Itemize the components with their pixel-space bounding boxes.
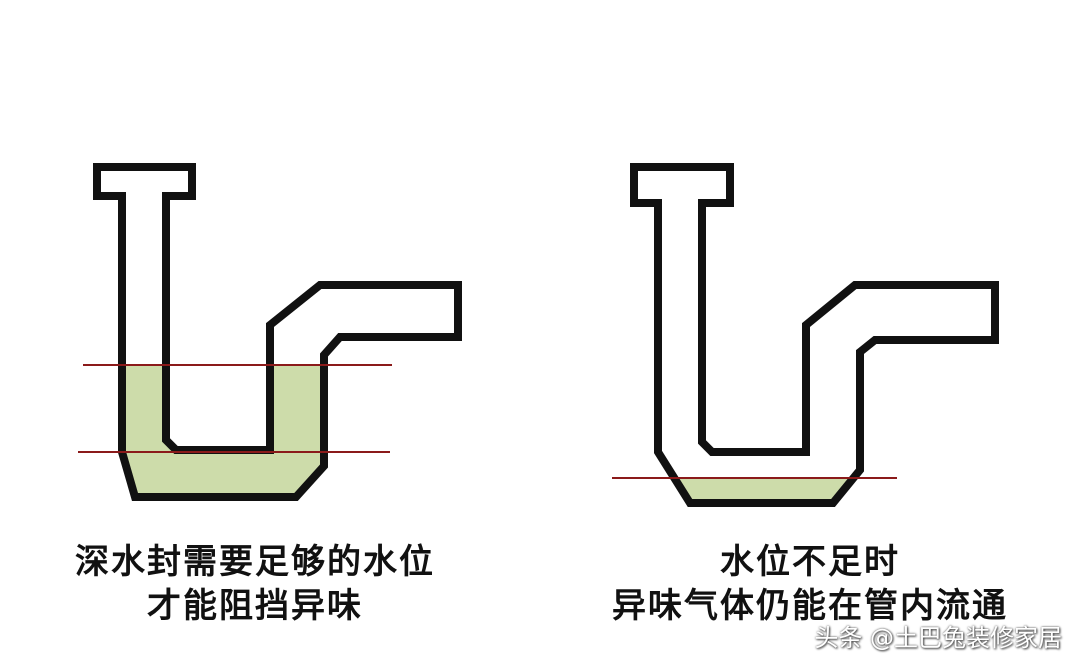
watermark-text: 头条 @土巴兔装修家居 [814,624,1062,652]
right-caption-line2: 异味气体仍能在管内流通 [612,586,1008,626]
right-caption: 水位不足时 异味气体仍能在管内流通 [560,540,1060,628]
left-pipe-outline [93,163,462,501]
right-pipe-outline [630,163,999,507]
right-caption-line1: 水位不足时 [720,542,900,582]
right-pipe-fill [634,167,995,503]
left-trap [78,163,462,501]
left-caption: 深水封需要足够的水位 才能阻挡异味 [20,540,490,628]
left-pipe-fill [97,167,458,497]
right-trap [612,163,999,507]
left-caption-line1: 深水封需要足够的水位 [75,542,435,582]
left-caption-line2: 才能阻挡异味 [147,586,363,626]
